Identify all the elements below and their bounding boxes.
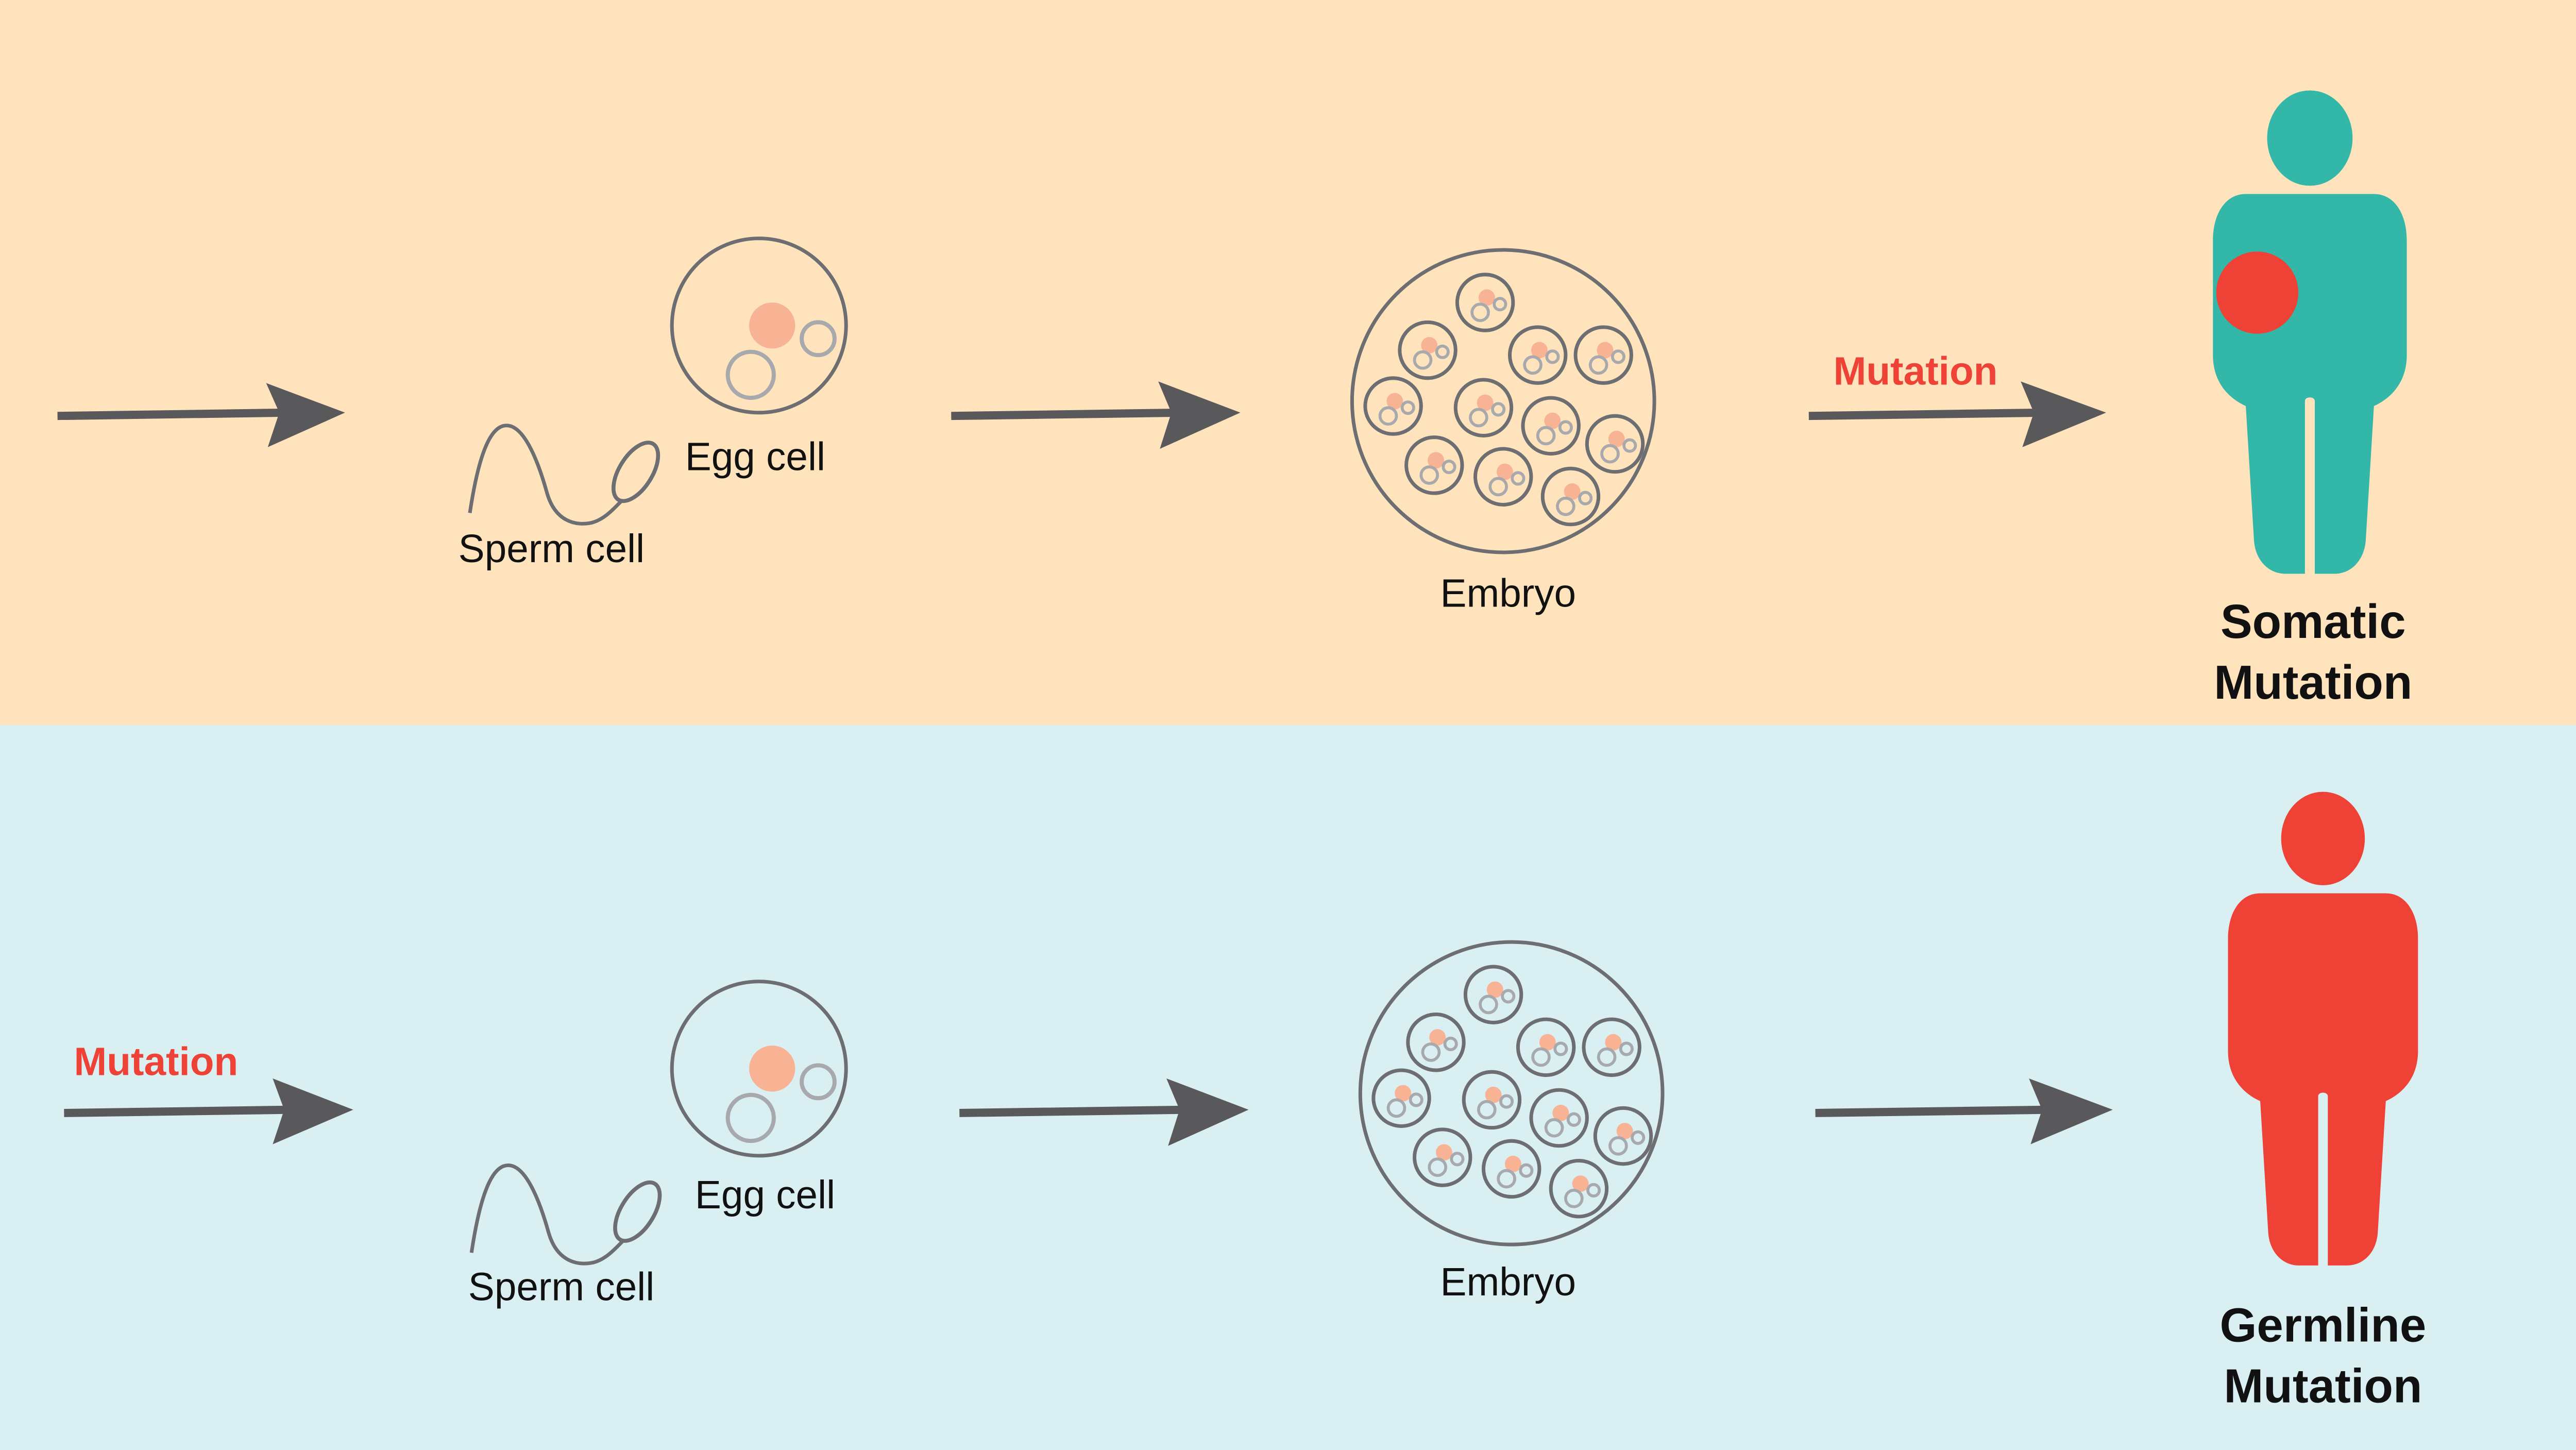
somatic-panel-background — [0, 0, 2576, 723]
germline-panel-background — [0, 725, 2576, 1450]
germline-panel: Mutation Sperm cell Egg cell Embryo G — [0, 725, 2576, 1450]
germline-title-line1: Germline — [2220, 1298, 2427, 1352]
arrow-icon — [57, 383, 345, 447]
arrow-icon — [1815, 1078, 2113, 1144]
sperm-cell-label: Sperm cell — [468, 1266, 654, 1309]
mutation-label: Mutation — [1834, 350, 1998, 394]
mutation-arrow-icon — [1808, 381, 2107, 447]
embryo-label: Embryo — [1440, 1260, 1576, 1304]
egg-cell-label: Egg cell — [695, 1173, 835, 1217]
somatic-title-line1: Somatic — [2221, 595, 2406, 648]
arrow-icon — [951, 381, 1241, 449]
mutation-label: Mutation — [74, 1040, 238, 1084]
mutated-spot-icon — [2216, 251, 2299, 334]
egg-cell-label: Egg cell — [685, 435, 825, 479]
mutation-arrow-icon — [64, 1078, 353, 1144]
embryo-label: Embryo — [1440, 571, 1576, 615]
somatic-panel: Sperm cell Egg cell Embryo Mutation Soma… — [0, 0, 2576, 723]
somatic-title-line2: Mutation — [2214, 655, 2412, 709]
sperm-cell-label: Sperm cell — [459, 527, 645, 571]
arrow-icon — [959, 1078, 1249, 1146]
germline-title-line2: Mutation — [2224, 1359, 2422, 1412]
